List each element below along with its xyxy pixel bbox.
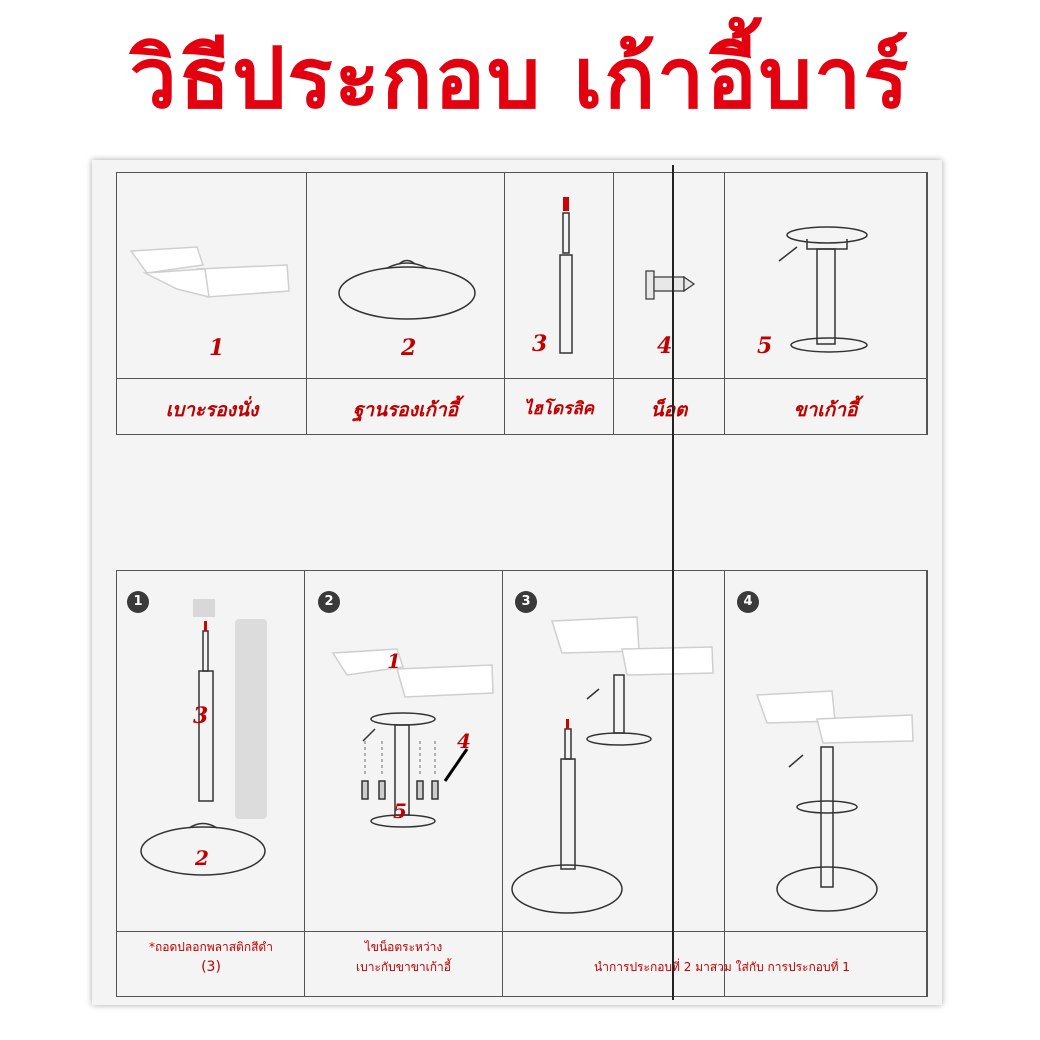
step1-caption: *ถอดปลอกพลาสติกสีดำ (3) — [117, 937, 305, 977]
divider-line — [672, 165, 674, 1000]
instruction-sheet: 1 2 3 4 5 เบาะรองนั่ง ฐานรองเก้าอี้ ไฮโด… — [92, 160, 942, 1005]
part-cell-seat — [117, 173, 307, 434]
part-cell-hydraulic — [504, 173, 614, 434]
step-badge-2: 2 — [318, 591, 340, 613]
part-cell-base — [306, 173, 505, 434]
step2-mark-4: 4 — [457, 729, 471, 753]
part-number-3: 3 — [532, 331, 548, 357]
step2-mark-1: 1 — [387, 649, 401, 673]
step2-caption-line2: เบาะกับขาขาเก้าอี้ — [356, 960, 451, 974]
part-label-3: ไฮโดรลิค — [523, 399, 595, 419]
chair-leg-icon — [778, 226, 868, 353]
step2-mark-5: 5 — [393, 799, 407, 823]
step-badge-3: 3 — [515, 591, 537, 613]
bolt-icon — [645, 270, 696, 300]
step3-diagram — [511, 616, 714, 914]
base-plate-icon — [338, 259, 476, 320]
part-label-5: ขาเก้าอี้ — [793, 399, 858, 421]
step-cell-3 — [502, 571, 725, 996]
part-number-1: 1 — [209, 335, 225, 361]
part-number-4: 4 — [657, 333, 673, 359]
seat-cushion-icon — [129, 246, 290, 298]
parts-table: 1 2 3 4 5 เบาะรองนั่ง ฐานรองเก้าอี้ ไฮโด… — [116, 172, 928, 435]
part-label-1: เบาะรองนั่ง — [165, 399, 259, 421]
step2-caption-line1: ไขน็อตระหว่าง — [364, 940, 443, 954]
step1-mark-2: 2 — [195, 846, 209, 870]
step3-caption: นำการประกอบที่ 2 มาสวม ใส่กับ การประกอบท… — [594, 960, 850, 974]
part-cell-bolt — [613, 173, 725, 434]
step-badge-4: 4 — [737, 591, 759, 613]
step2-caption: ไขน็อตระหว่าง เบาะกับขาขาเก้าอี้ — [304, 937, 503, 977]
step-cell-1 — [117, 571, 305, 996]
parts-illustrations — [129, 197, 868, 354]
step-cell-2 — [304, 571, 503, 996]
step-badge-1: 1 — [127, 591, 149, 613]
step1-mark-3: 3 — [193, 703, 209, 729]
part-label-2: ฐานรองเก้าอี้ — [352, 399, 459, 421]
step1-caption-line1: *ถอดปลอกพลาสติกสีดำ — [149, 940, 273, 954]
step-cell-4 — [724, 571, 927, 996]
part-label-4: น็อต — [650, 399, 688, 421]
part-cell-leg — [724, 173, 927, 434]
steps-illustrations — [140, 599, 914, 914]
hydraulic-cylinder-icon — [559, 197, 573, 354]
step2-bolts-icon — [361, 780, 439, 800]
part-number-2: 2 — [401, 335, 417, 361]
steps-caption-row — [117, 931, 927, 997]
step2-diagram — [331, 648, 494, 828]
steps-table: 1 2 3 4 — [116, 570, 928, 997]
page-title: วิธีประกอบ เก้าอี้บาร์ — [129, 29, 911, 127]
parts-label-row — [117, 378, 927, 435]
step1-caption-line2: (3) — [201, 959, 221, 975]
step4-diagram — [755, 690, 914, 912]
part-number-5: 5 — [757, 333, 773, 359]
step1-diagram — [140, 599, 267, 876]
